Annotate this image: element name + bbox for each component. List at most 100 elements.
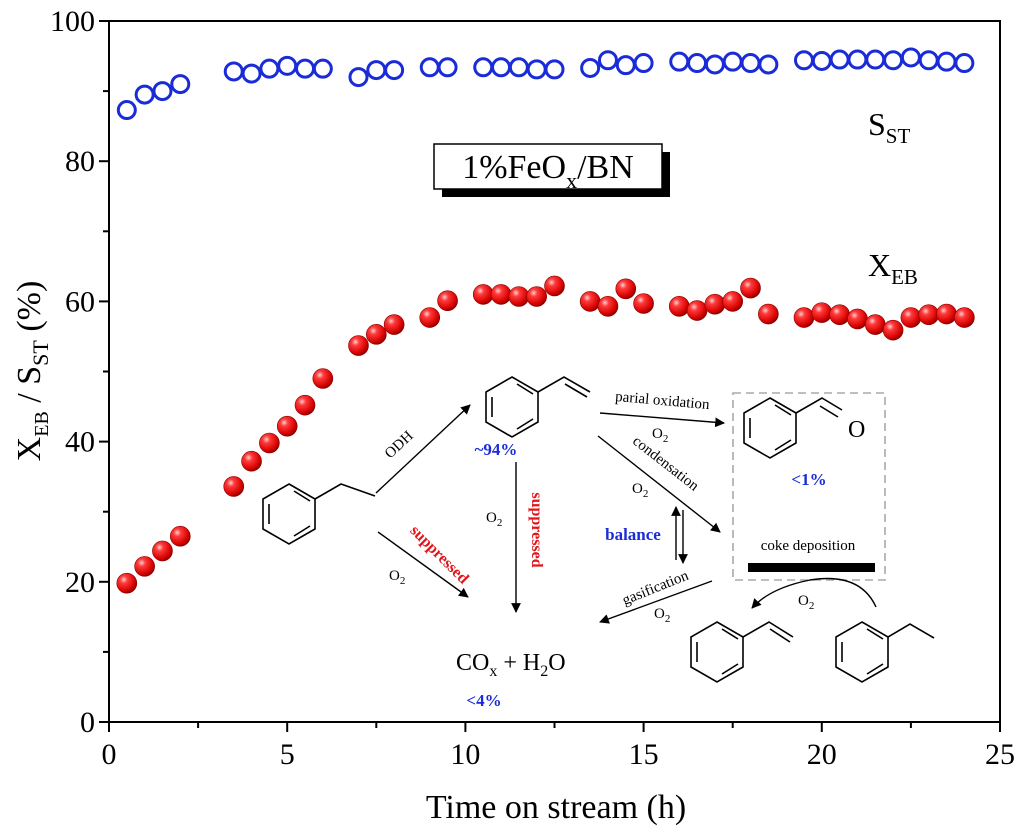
xeb-point [152, 540, 173, 562]
condensation-arrow [597, 435, 721, 533]
sst-point [847, 49, 868, 70]
sst-point [170, 74, 191, 95]
xeb-point [508, 286, 530, 307]
xeb-point [348, 335, 369, 356]
series-label-xeb: XEB [868, 247, 918, 289]
y-tick-label: 60 [65, 285, 95, 318]
series-label-sst: SST [868, 106, 910, 148]
sst-point [793, 50, 814, 71]
partial-oxidation-arrow [599, 412, 725, 428]
ethylbenzene-molecule [262, 483, 376, 545]
sst-point [223, 61, 244, 82]
xeb-point [365, 324, 387, 345]
y-tick-label: 20 [65, 566, 95, 599]
sst-point [900, 47, 921, 68]
xeb-point [740, 277, 761, 299]
sst-point [241, 63, 262, 84]
sst-point [116, 100, 137, 121]
coke-bar [748, 563, 875, 572]
sst-point [366, 60, 387, 81]
sst-point [259, 58, 280, 79]
sst-point [669, 51, 690, 72]
coke-deposition-label: coke deposition [761, 538, 856, 554]
sst-point [615, 55, 636, 76]
sst-point [419, 57, 440, 78]
sst-point [508, 57, 529, 78]
suppressed-label-left: suppressed [407, 522, 472, 587]
x-tick-label: 10 [450, 738, 480, 771]
sst-point [295, 58, 316, 79]
xeb-point [633, 293, 654, 314]
x-tick-label: 20 [807, 738, 837, 771]
partial-oxidation-label: parial oxidation [615, 389, 711, 413]
sst-point [633, 53, 654, 74]
x-tick-label: 25 [985, 738, 1015, 771]
xeb-point [954, 307, 975, 328]
xeb-point [722, 291, 744, 312]
cox-yield: <4% [466, 691, 501, 710]
gasification-arrow [599, 580, 713, 624]
xeb-point [259, 432, 280, 454]
xeb-point [294, 394, 316, 416]
y-tick-label: 80 [65, 145, 95, 178]
xeb-point [544, 275, 565, 297]
sst-point [580, 57, 601, 78]
x-tick-label: 15 [629, 738, 659, 771]
sst-point [722, 51, 743, 72]
sst-point [277, 55, 298, 76]
gasification-o2: O2 [654, 606, 670, 625]
xeb-point [312, 368, 334, 389]
coke-formation-o2: O2 [798, 593, 814, 612]
sst-point [437, 57, 458, 78]
partial-oxidation-o2: O2 [652, 426, 668, 445]
xeb-point [668, 296, 690, 317]
y-axis-title: XEB / SST (%) [11, 281, 53, 462]
sst-point [597, 50, 618, 71]
y-tick-label: 40 [65, 426, 95, 459]
sst-point [348, 67, 369, 88]
sst-point [829, 49, 850, 70]
sst-point [473, 57, 494, 78]
sst-point [758, 54, 779, 75]
xeb-point [847, 308, 868, 330]
eb-combustion-o2: O2 [389, 568, 405, 587]
odh-label: ODH [382, 428, 417, 462]
sst-point [544, 59, 565, 80]
sst-point [704, 54, 725, 75]
odh-arrow [375, 404, 471, 494]
xeb-point [882, 319, 904, 341]
y-tick-label: 100 [50, 5, 95, 38]
sst-point [918, 50, 939, 71]
xeb-point [223, 476, 245, 497]
xeb-point [793, 307, 815, 328]
xeb-point [615, 278, 637, 300]
series-markers [116, 47, 975, 594]
xeb-point [579, 291, 601, 312]
xeb-point [829, 304, 850, 326]
xeb-point [134, 556, 155, 577]
sst-point [740, 53, 761, 74]
sst-point [936, 51, 957, 72]
x-tick-label: 0 [102, 738, 117, 771]
reaction-scheme: O <1% coke deposition [262, 376, 935, 710]
sst-point [152, 81, 173, 102]
xeb-point [864, 314, 886, 335]
benzaldehyde-yield: <1% [791, 470, 826, 489]
sst-point [811, 50, 832, 71]
condensation-o2: O2 [632, 481, 648, 500]
sst-point [526, 59, 547, 80]
y-tick-label: 0 [80, 706, 95, 739]
xeb-point [704, 293, 726, 315]
xeb-point [811, 302, 833, 323]
xeb-point [419, 307, 441, 328]
styrene-molecule [485, 376, 591, 438]
xeb-point [383, 314, 405, 335]
xeb-point [169, 525, 191, 547]
sst-point [687, 53, 708, 74]
svg-text:XEB / SST (%): XEB / SST (%) [11, 281, 53, 462]
coke-formation-arrow [751, 577, 877, 609]
xeb-point [526, 286, 547, 307]
xeb-point [437, 290, 458, 311]
